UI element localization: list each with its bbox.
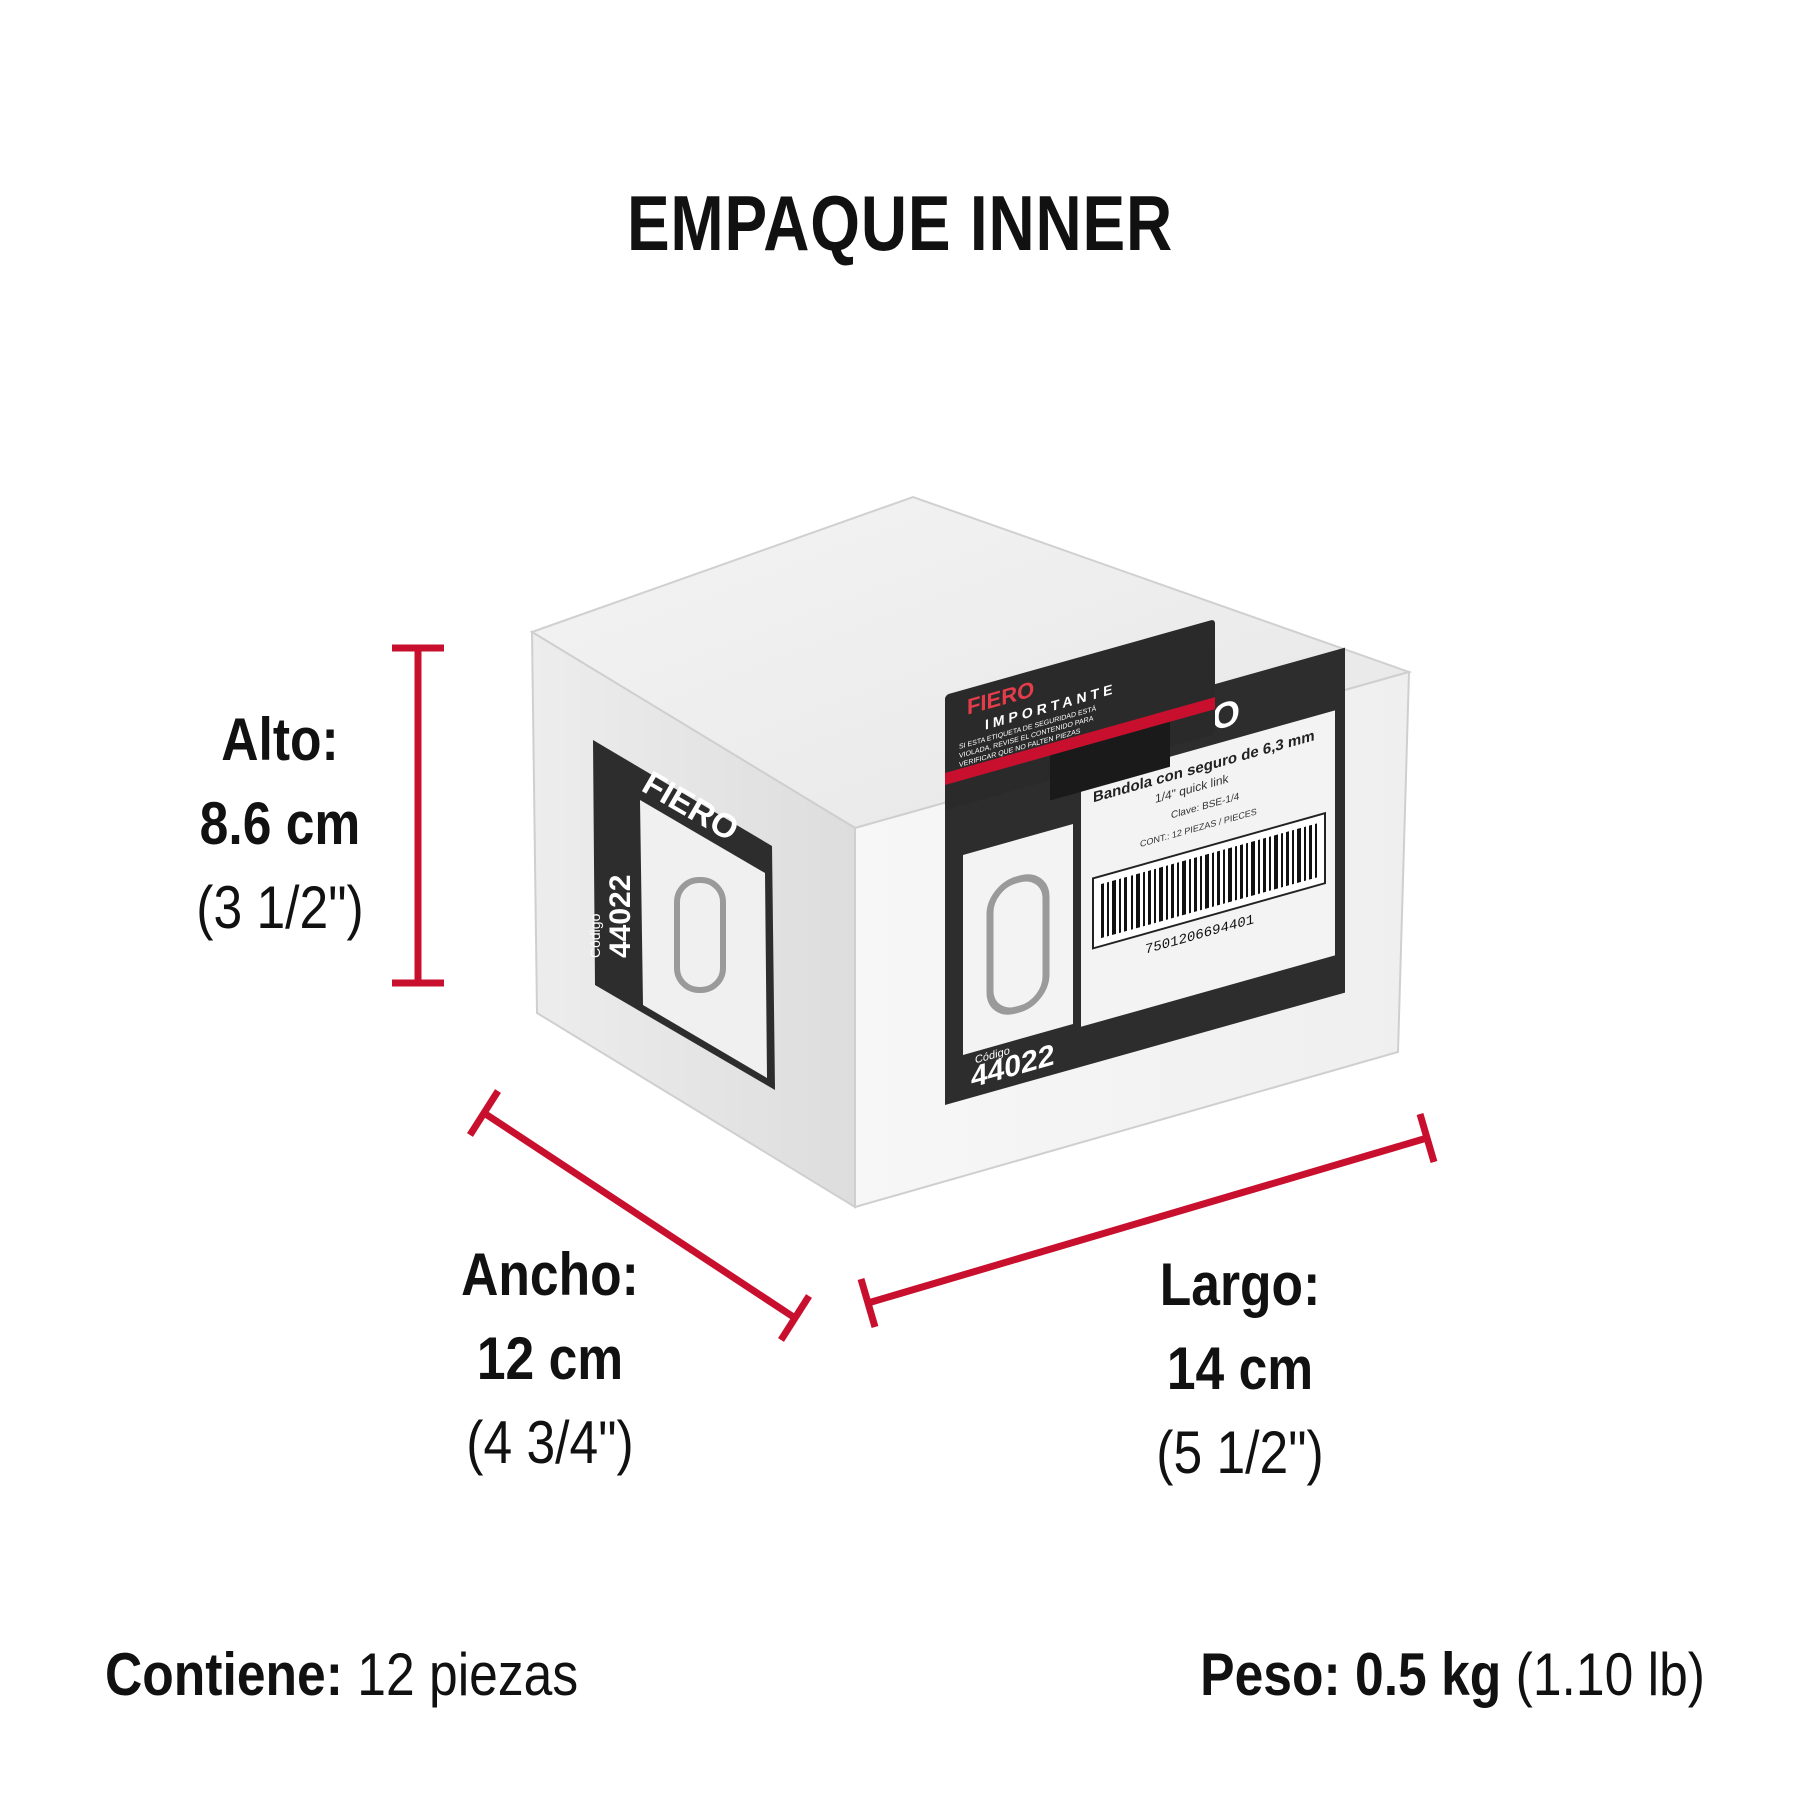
side-label-code-label: Código bbox=[587, 913, 603, 958]
weight-info: Peso: 0.5 kg (1.10 lb) bbox=[1200, 1640, 1705, 1709]
alto-imperial: (3 1/2") bbox=[196, 874, 364, 941]
security-seal: FIERO IMPORTANTE SI ESTA ETIQUETA DE SEG… bbox=[945, 620, 1215, 810]
side-label-code: 44022 bbox=[604, 875, 637, 958]
ancho-metric: 12 cm bbox=[476, 1325, 624, 1392]
contents-info: Contiene: 12 piezas bbox=[105, 1640, 578, 1709]
alto-dimension: Alto: 8.6 cm (3 1/2") bbox=[173, 698, 388, 950]
side-quick-link-icon bbox=[674, 877, 726, 993]
contents-value: 12 piezas bbox=[357, 1641, 579, 1708]
weight-metric: 0.5 kg bbox=[1355, 1641, 1502, 1708]
barcode bbox=[1101, 823, 1317, 939]
largo-label: Largo: bbox=[1159, 1251, 1321, 1318]
weight-imperial: (1.10 lb) bbox=[1515, 1641, 1705, 1708]
ancho-label: Ancho: bbox=[461, 1241, 639, 1308]
largo-metric: 14 cm bbox=[1166, 1335, 1314, 1402]
ancho-dimension: Ancho: 12 cm (4 3/4") bbox=[438, 1233, 662, 1485]
alto-measure-line bbox=[392, 644, 444, 987]
page-title: EMPAQUE INNER bbox=[626, 179, 1174, 267]
ancho-measure-line bbox=[467, 1089, 812, 1342]
largo-dimension: Largo: 14 cm (5 1/2") bbox=[1128, 1243, 1352, 1495]
largo-imperial: (5 1/2") bbox=[1156, 1419, 1324, 1486]
largo-measure-line bbox=[857, 1113, 1438, 1328]
quick-link-icon bbox=[986, 874, 1050, 1015]
weight-label: Peso: bbox=[1200, 1641, 1341, 1708]
alto-label: Alto: bbox=[221, 706, 339, 773]
ancho-imperial: (4 3/4") bbox=[466, 1409, 634, 1476]
alto-metric: 8.6 cm bbox=[199, 790, 361, 857]
contents-label: Contiene: bbox=[105, 1641, 343, 1708]
